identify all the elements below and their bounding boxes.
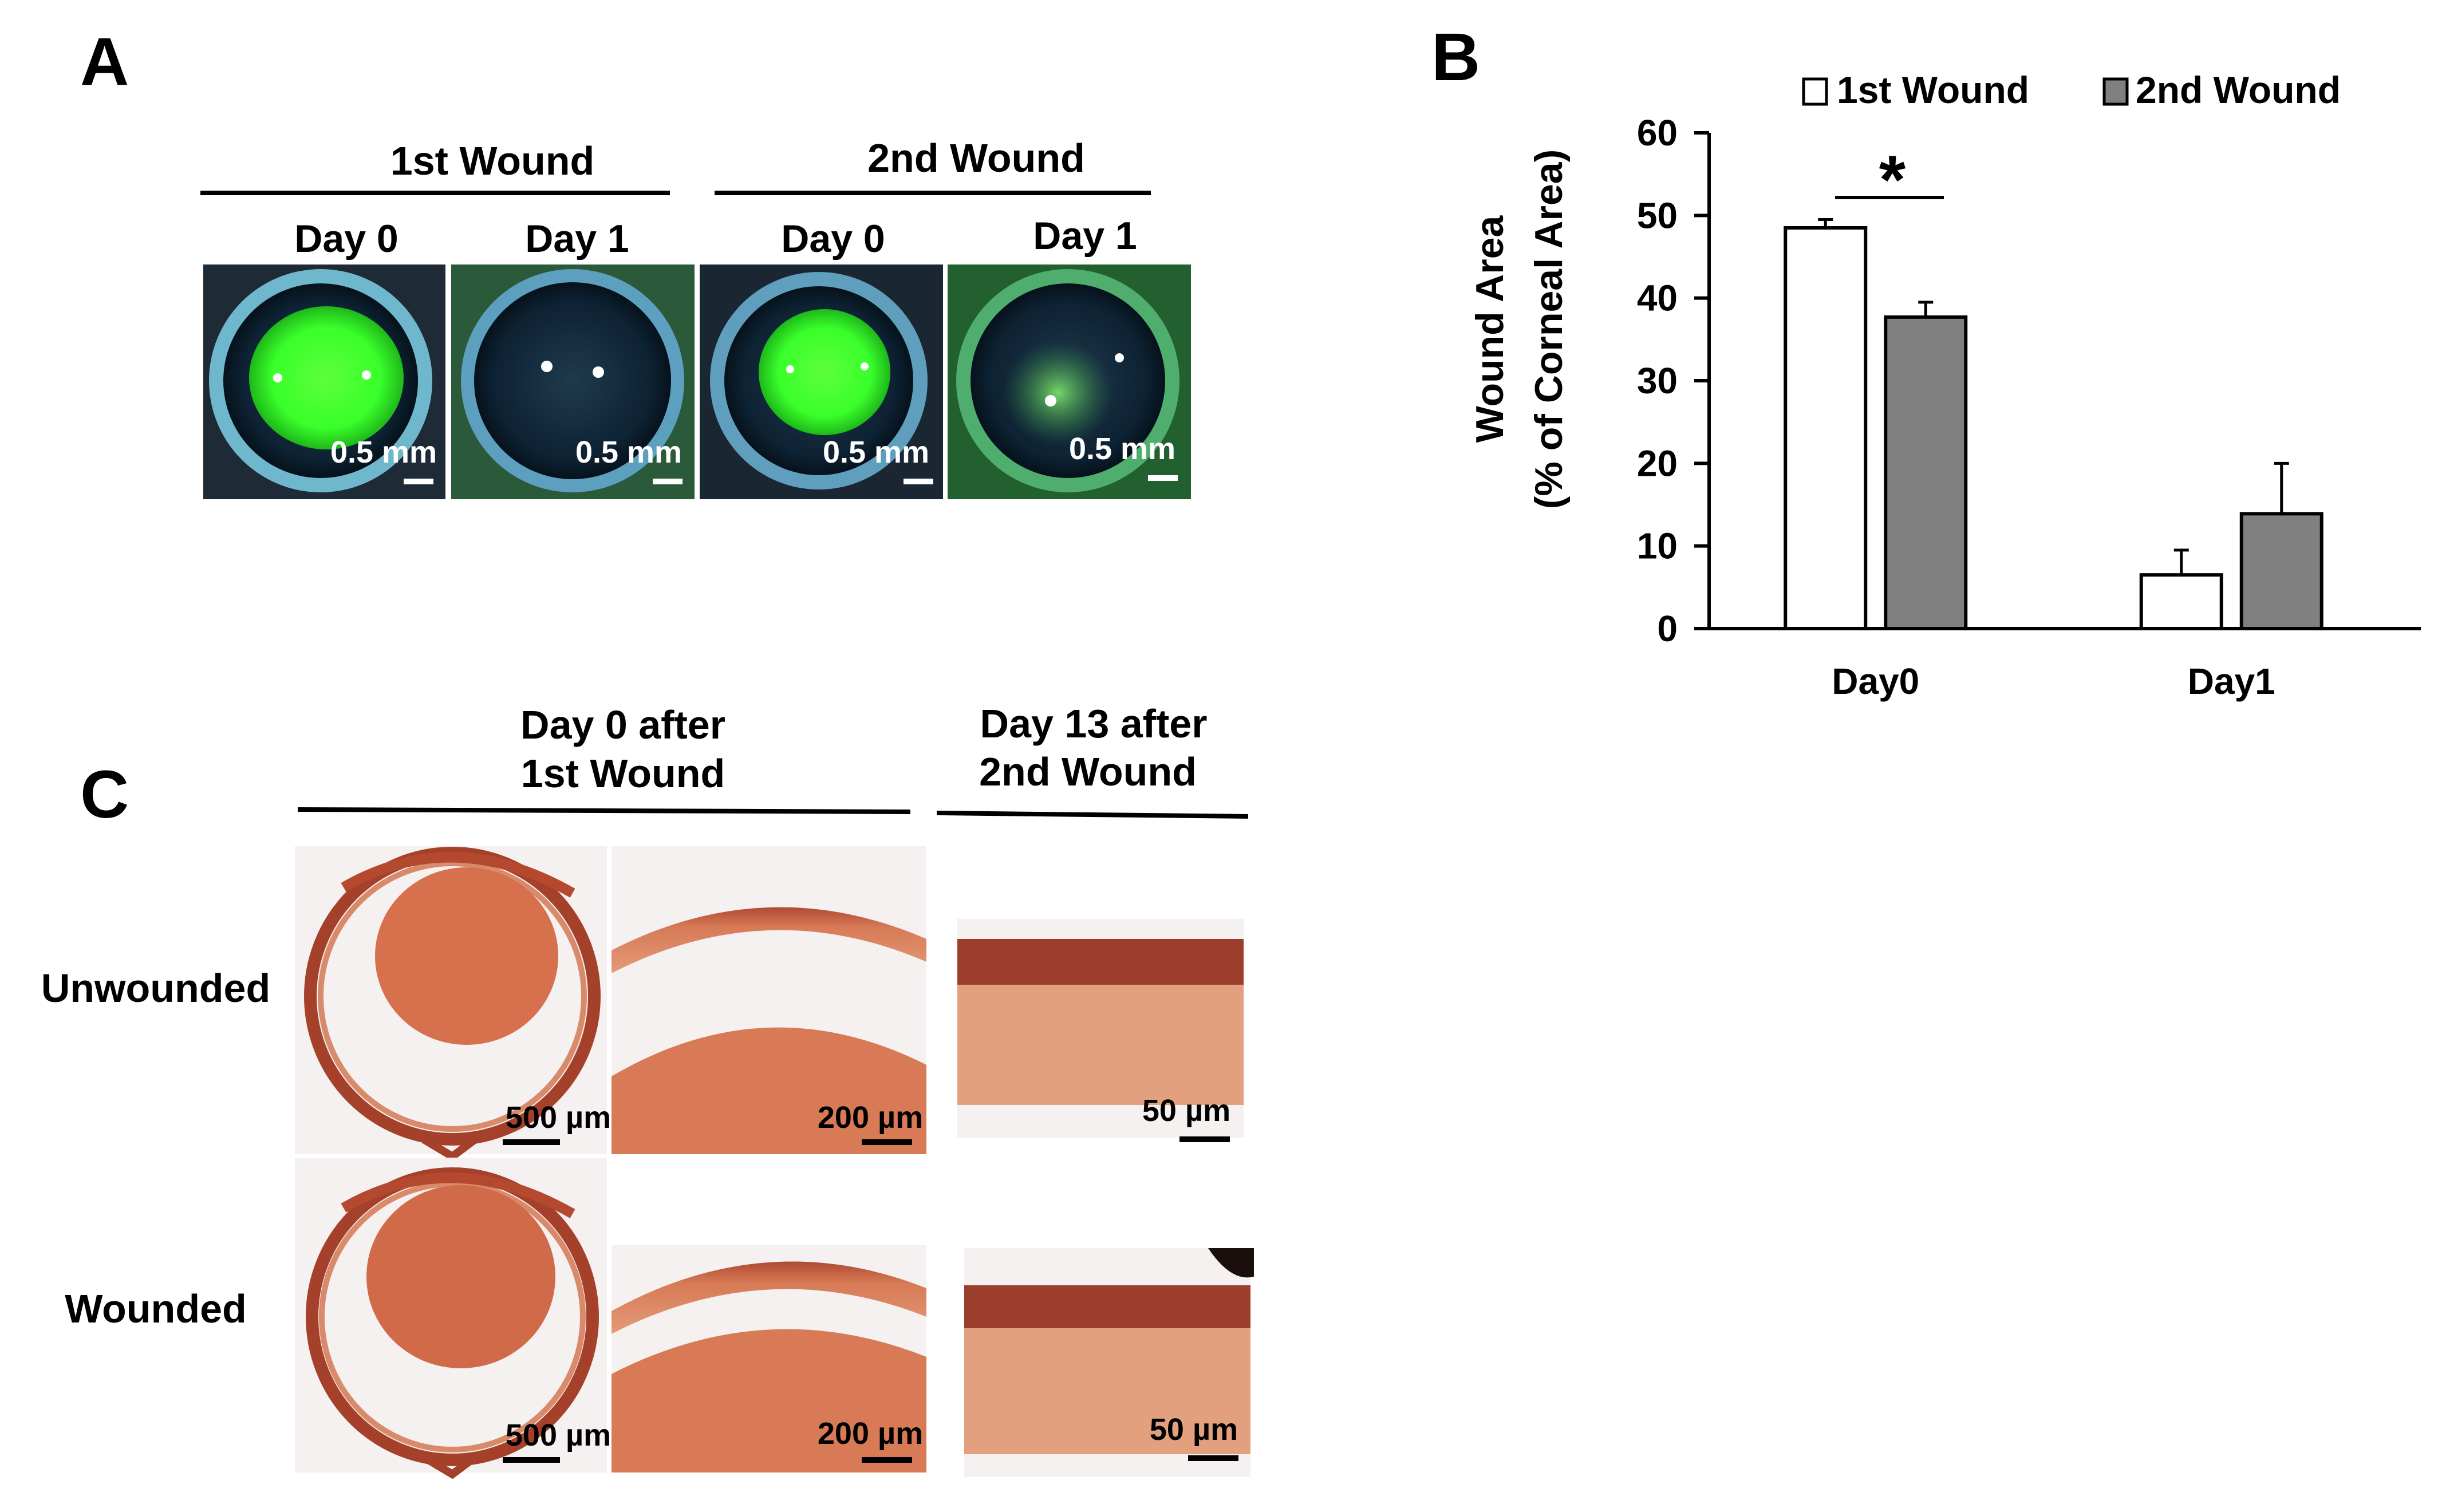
panel-letter-c: C (80, 757, 129, 832)
bar-day1-series-2 (2239, 512, 2323, 630)
scale-label-c1: 500 µm (506, 1100, 611, 1135)
bar-day0-series-2 (1884, 315, 1968, 630)
panel-a-day-label-4: Day 1 (1033, 214, 1137, 258)
panel-letter-b: B (1431, 19, 1480, 95)
x-labels: Day0 Day1 (1832, 661, 2275, 702)
y-tick-label-6: 60 (1637, 112, 1678, 153)
histology-wounded-cornea-mid: 200 µm (612, 1245, 926, 1472)
scale-label-c5: 200 µm (818, 1416, 923, 1451)
scale-label-a4: 0.5 mm (1069, 432, 1175, 466)
x-tick-label-day1: Day1 (2188, 661, 2275, 702)
y-tick-label-4: 40 (1637, 278, 1678, 319)
y-ticks: 0 10 20 30 40 50 60 (1637, 112, 1709, 649)
y-tick-label-1: 10 (1637, 526, 1678, 567)
y-axis-label: Wound Area (% of Corneal Area) (1468, 149, 1571, 509)
legend-swatch-2 (2102, 77, 2129, 106)
legend: 1st Wound 2nd Wound (1802, 69, 2341, 111)
y-axis-label-line2: (% of Corneal Area) (1527, 149, 1571, 509)
legend-swatch-1 (1802, 77, 1828, 106)
y-tick-label-5: 50 (1637, 195, 1678, 236)
bars (1784, 218, 2323, 631)
scale-label-c6: 50 µm (1150, 1412, 1238, 1447)
scale-label-c2: 200 µm (818, 1100, 923, 1135)
panel-c-header-rule-1 (297, 807, 911, 814)
histology-unwounded-cornea-high: 50 µm (957, 919, 1244, 1142)
y-axis-label-line1: Wound Area (1468, 215, 1512, 443)
panel-c-header-1-line1: Day 0 after (520, 702, 725, 747)
bar-day1-series-1 (2139, 573, 2223, 631)
panel-letter-a: A (80, 24, 129, 100)
panel-c-header-2-line1: Day 13 after (980, 701, 1208, 746)
scale-label-c4: 500 µm (506, 1418, 611, 1452)
histology-unwounded-whole-eye: 500 µm (295, 846, 611, 1162)
panel-a-day-label-2: Day 1 (525, 217, 629, 260)
panel-a-day-label-1: Day 0 (294, 217, 398, 260)
panel-a-day-label-3: Day 0 (781, 217, 885, 260)
eye-photo-2nd-day1: 0.5 mm (948, 264, 1191, 499)
eye-photo-1st-day1: 0.5 mm (451, 264, 695, 499)
y-tick-label-2: 20 (1637, 443, 1678, 484)
scale-label-a1: 0.5 mm (330, 435, 437, 469)
panel-a-group-title-2: 2nd Wound (867, 136, 1085, 180)
legend-label-1: 1st Wound (1837, 69, 2029, 111)
panel-a-group-title-1: 1st Wound (390, 139, 594, 183)
scale-label-a2: 0.5 mm (575, 435, 682, 469)
row-label-unwounded: Unwounded (41, 966, 270, 1010)
legend-label-2: 2nd Wound (2136, 69, 2341, 111)
histology-wounded-whole-eye: 500 µm (295, 1158, 611, 1479)
significance-star: * (1879, 141, 1906, 218)
histology-unwounded-cornea-mid: 200 µm (612, 846, 926, 1154)
histology-wounded-cornea-high: 50 µm (964, 1248, 1254, 1477)
x-tick-label-day0: Day0 (1832, 661, 1919, 702)
bar-day0-series-1 (1784, 226, 1868, 630)
eye-photo-2nd-day0: 0.5 mm (700, 264, 943, 499)
panel-c-header-2-line2: 2nd Wound (979, 749, 1197, 794)
panel-c-header-rule-2 (936, 811, 1249, 819)
panel-c-header-1-line2: 1st Wound (521, 751, 725, 796)
y-tick-label-3: 30 (1637, 360, 1678, 401)
eye-photo-1st-day0: 0.5 mm (203, 264, 445, 499)
y-tick-label-0: 0 (1657, 608, 1678, 649)
scale-label-a3: 0.5 mm (823, 435, 929, 469)
scale-label-c3: 50 µm (1142, 1093, 1230, 1128)
row-label-wounded: Wounded (65, 1286, 247, 1331)
